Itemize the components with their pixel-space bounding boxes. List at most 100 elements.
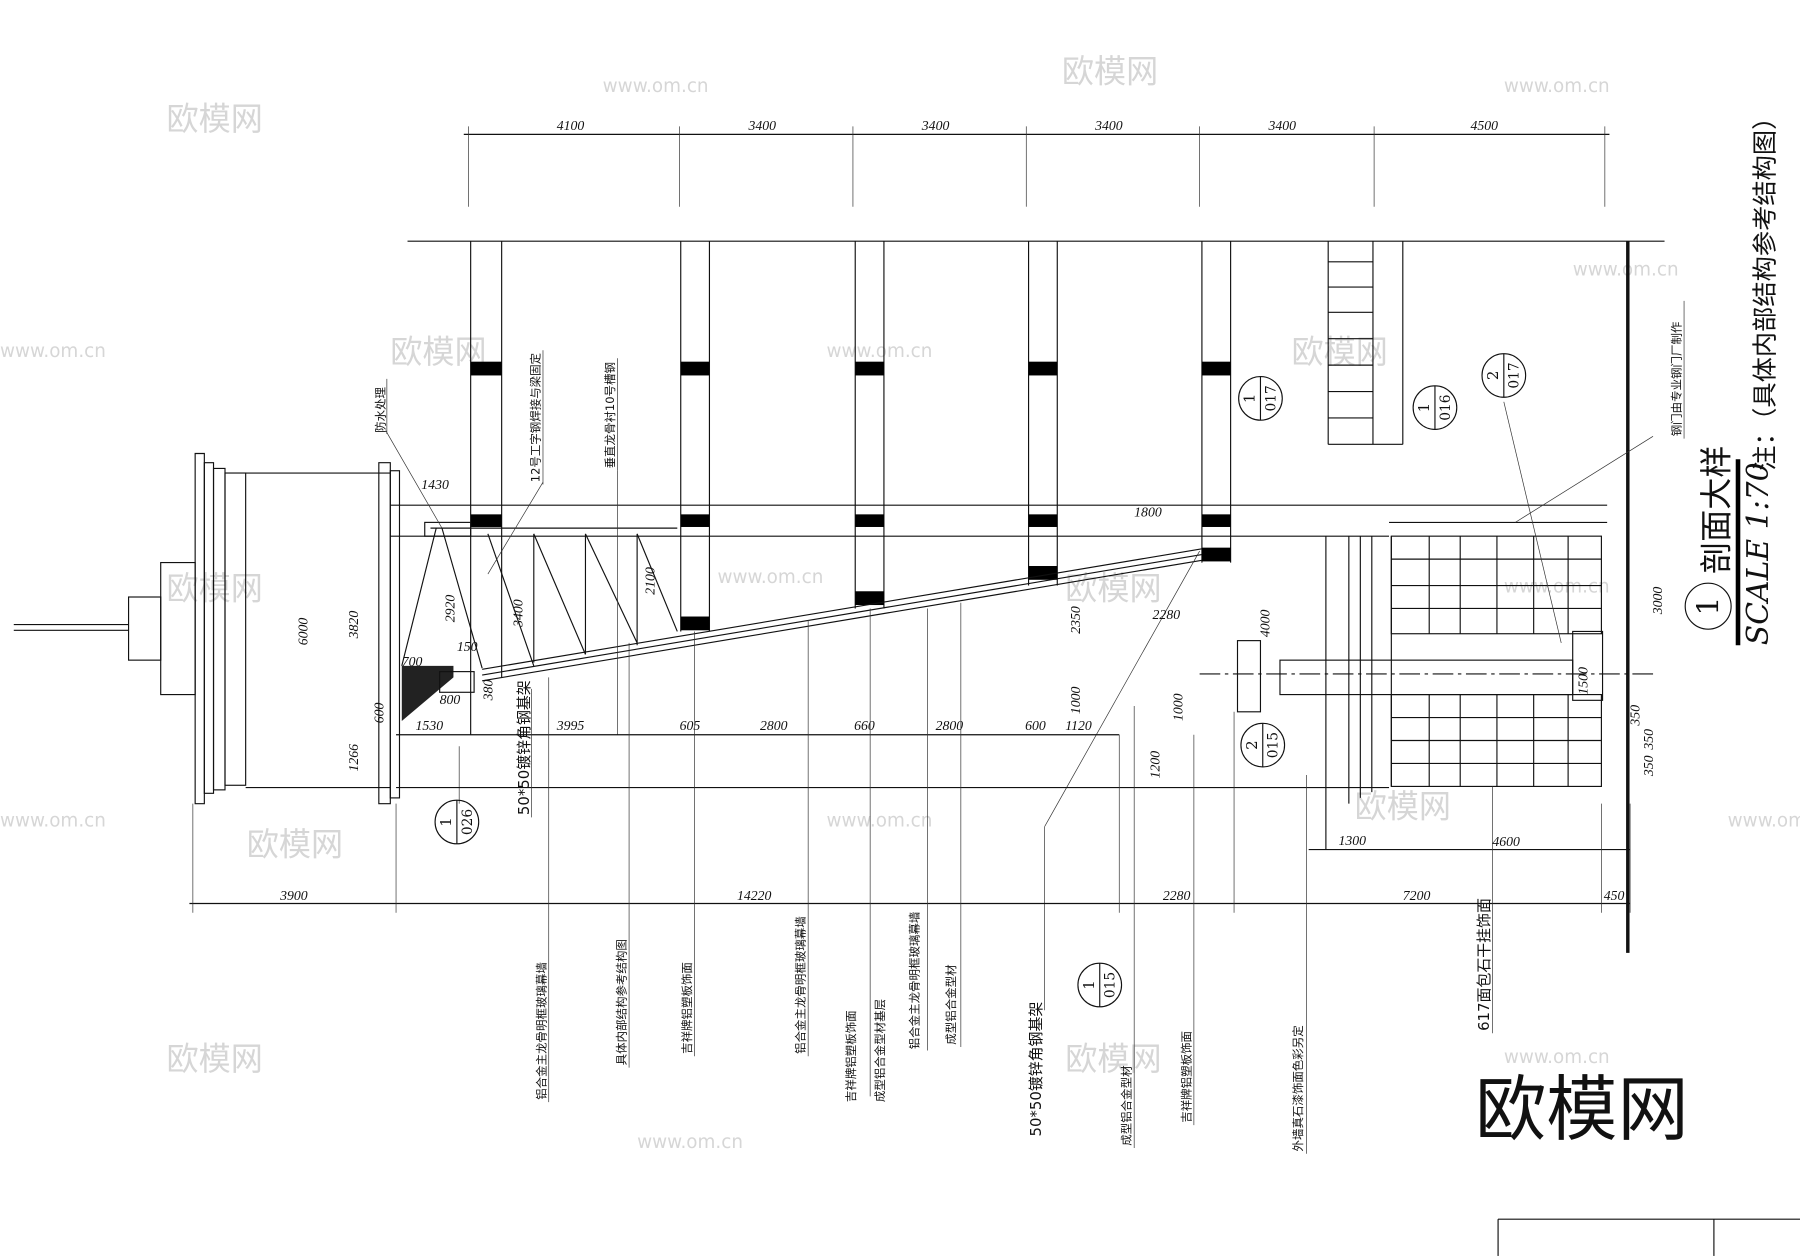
callout[interactable]: 2 017 — [1481, 353, 1527, 398]
dim-label: 3400 — [921, 118, 950, 133]
watermark-logo: 欧模网 — [166, 1040, 262, 1078]
callout[interactable]: 1 017 — [1238, 376, 1283, 421]
dim-label: 1800 — [1134, 505, 1162, 520]
callout-number: 1 — [1415, 403, 1433, 412]
watermark-logo: 欧模网 — [1062, 53, 1158, 91]
dim-label: 2280 — [1153, 607, 1181, 622]
watermark-url: www.om.cn — [1728, 811, 1800, 832]
watermark-logo: 欧模网 — [166, 100, 262, 138]
dim-label: 4500 — [1471, 118, 1499, 133]
dim-label: 1530 — [416, 718, 444, 733]
dim-label: 6000 — [296, 618, 311, 646]
dim-label: 450 — [1604, 888, 1625, 903]
callout-sheet: 026 — [460, 809, 476, 835]
dim-label: 380 — [480, 680, 495, 702]
callout[interactable]: 1 026 — [434, 799, 480, 845]
dim-label: 2100 — [642, 567, 657, 595]
note-label: 50*50镀锌角钢基架 — [515, 680, 533, 815]
dim-label: 3995 — [556, 718, 585, 733]
watermark-url: www.om.cn — [637, 1132, 743, 1153]
note-label: 12号工字钢焊接与梁固定 — [529, 352, 543, 482]
structure — [13, 240, 1665, 1011]
watermark-logo: 欧模网 — [1355, 787, 1451, 825]
title-number: 1 — [1691, 597, 1726, 616]
dim-label: 1500 — [1576, 667, 1591, 695]
dim-label: 3900 — [279, 888, 308, 903]
note-label: 617面包石干挂饰面 — [1475, 898, 1493, 1031]
dim-label: 3820 — [346, 611, 361, 640]
callout-number: 1 — [1080, 980, 1098, 989]
dim-label: 14220 — [737, 888, 772, 903]
callout-sheet: 015 — [1266, 732, 1282, 758]
watermark-url: www.om.cn — [1504, 576, 1610, 597]
callout-number: 2 — [1484, 371, 1502, 380]
top-dimension-chain: 4100 3400 3400 3400 3400 4500 — [463, 118, 1610, 207]
note-label: 吉祥牌铝塑板饰面 — [680, 962, 694, 1054]
callout-sheet: 017 — [1507, 362, 1523, 388]
watermark-logo-large: 欧模网 — [1475, 1068, 1688, 1151]
callout[interactable]: 1 015 — [1077, 962, 1123, 1008]
dim-label: 660 — [854, 718, 875, 733]
dim-label: 3400 — [1267, 118, 1296, 133]
note-label: 具体内部结构参考结构图 — [615, 939, 629, 1065]
watermark-url: www.om.cn — [717, 567, 823, 588]
dim-label: 7200 — [1403, 888, 1431, 903]
note-label: 成型铝合金型材 — [944, 964, 958, 1044]
drawing-scale: SCALE 1:70 — [1741, 462, 1776, 645]
watermark-url: www.om.cn — [0, 341, 106, 362]
dim-label: 1000 — [1068, 686, 1083, 714]
watermark-logo: 欧模网 — [1065, 1040, 1161, 1078]
watermark-url: www.om.cn — [827, 811, 933, 832]
callout[interactable]: 2 015 — [1240, 722, 1286, 768]
dim-label: 605 — [680, 718, 701, 733]
note-label: 垂直龙骨衬10号槽钢 — [603, 362, 617, 468]
drawing-title: 1 剖面大样 SCALE 1:70 注：（具体内部结构参考结构图） — [1684, 105, 1780, 646]
note-label: 铝合金主龙骨明框玻璃幕墙 — [794, 916, 808, 1054]
watermark-url: www.om.cn — [1504, 1047, 1610, 1068]
callout-sheet: 015 — [1103, 972, 1119, 998]
dim-label: 2920 — [443, 595, 458, 623]
watermark-url: www.om.cn — [827, 341, 933, 362]
note-label: 铝合金主龙骨明框玻璃幕墙 — [534, 962, 548, 1100]
watermark-url: www.om.cn — [1573, 260, 1679, 281]
note-label: 铝合金主龙骨明框玻璃幕墙 — [907, 912, 921, 1050]
dim-label: 150 — [457, 639, 478, 654]
dim-label: 4100 — [557, 118, 585, 133]
watermarks: 欧模网 欧模网 欧模网 欧模网 欧模网 欧模网 欧模网 欧模网 欧模网 欧模网 … — [0, 53, 1800, 1153]
drawing-note: 注：（具体内部结构参考结构图） — [1751, 105, 1780, 471]
callout-number: 1 — [1241, 394, 1259, 403]
dim-label: 1120 — [1065, 718, 1092, 733]
note-label: 防水处理 — [374, 386, 388, 432]
watermark-logo: 欧模网 — [247, 825, 343, 863]
callout[interactable]: 1 016 — [1412, 385, 1458, 430]
watermark-url: www.om.cn — [603, 76, 709, 97]
dim-label: 2800 — [936, 718, 964, 733]
bottom-notes: 铝合金主龙骨明框玻璃幕墙 具体内部结构参考结构图 吉祥牌铝塑板饰面 铝合金主龙骨… — [534, 602, 1493, 1154]
title-block-frame — [1497, 1218, 1800, 1256]
watermark-url: www.om.cn — [0, 811, 106, 832]
dim-label: 4600 — [1492, 834, 1520, 849]
note-label: 吉祥牌铝塑板饰面 — [1179, 1031, 1193, 1123]
callout-number: 2 — [1243, 740, 1261, 749]
dim-label: 800 — [440, 692, 461, 707]
dim-label: 2350 — [1068, 606, 1083, 634]
dim-label: 3400 — [747, 118, 776, 133]
dim-label: 3000 — [1650, 587, 1665, 616]
dim-label: 3400 — [1094, 118, 1123, 133]
dim-label: 1430 — [421, 477, 449, 492]
callout-sheet: 017 — [1263, 385, 1279, 411]
dim-label: 350 — [1641, 729, 1656, 751]
watermark-url: www.om.cn — [1504, 76, 1610, 97]
dim-label: 2280 — [1163, 888, 1191, 903]
dim-label: 4000 — [1258, 610, 1273, 638]
dim-label: 600 — [1025, 718, 1046, 733]
dim-label: 1000 — [1170, 693, 1185, 721]
dim-label: 2800 — [760, 718, 788, 733]
dim-label: 350 — [1641, 755, 1656, 777]
upper-notes: 防水处理 12号工字钢焊接与梁固定 垂直龙骨衬10号槽钢 钢门由专业钢门厂制作 … — [374, 300, 1685, 818]
note-label: 外墙真石漆饰面色彩另定 — [1291, 1025, 1305, 1152]
callout-sheet: 016 — [1438, 394, 1454, 420]
dim-label: 1266 — [346, 744, 361, 772]
middle-dimension-chain: 1530 3995 605 2800 660 2800 600 1120 143… — [396, 477, 1631, 851]
